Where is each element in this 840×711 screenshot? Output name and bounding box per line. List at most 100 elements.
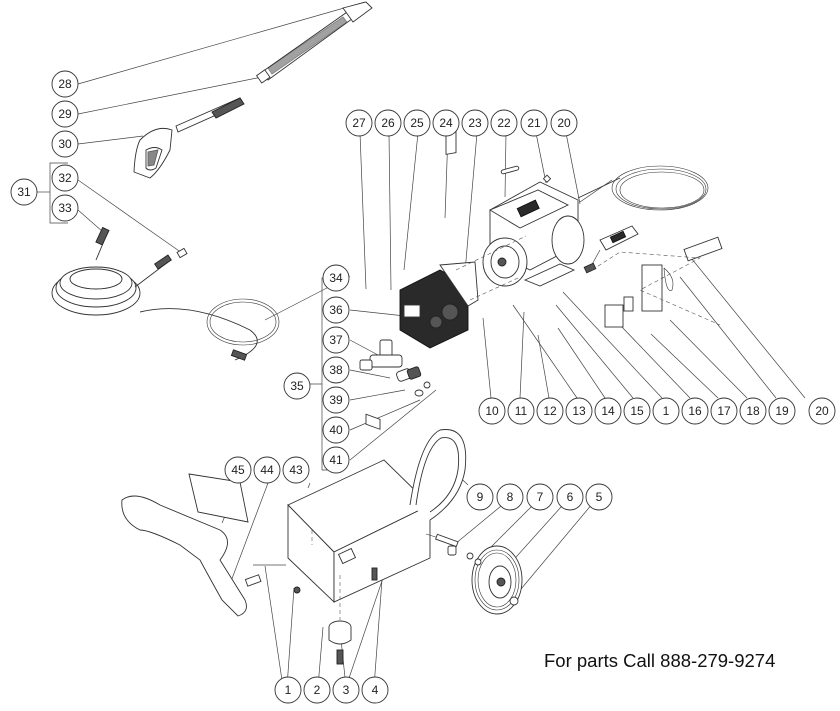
svg-text:30: 30 [58,137,72,151]
callout-17: 17 [710,397,738,425]
svg-text:16: 16 [688,404,702,418]
callout-2: 2 [303,676,331,704]
svg-text:18: 18 [746,404,760,418]
part-unloader [359,339,431,397]
svg-text:40: 40 [329,423,343,437]
callout-24: 23 [461,109,489,137]
callout-5: 5 [585,483,613,511]
callout-20: 2020 [808,397,836,425]
callout-44: 44 [253,456,281,484]
callout-8: 8 [496,483,524,511]
callout-40: 39 [322,386,350,414]
callout-25: 24 [432,109,460,137]
callout-27: 26 [374,109,402,137]
callouts: 28 29 30 31 32 33 27 26 25 24 23 22 21 2… [10,70,836,704]
callout-7: 7 [526,483,554,511]
svg-text:24: 24 [439,116,453,130]
svg-text:13: 13 [572,404,586,418]
callout-30: 29 [51,100,79,128]
callout-14: 14 [594,397,622,425]
svg-text:4: 4 [372,683,379,697]
svg-text:1: 1 [285,683,292,697]
callout-42: 41 [322,446,350,474]
callout-13: 13 [565,397,593,425]
part-wheel [435,533,523,615]
callout-16: 16 [681,397,709,425]
part-frame [287,429,467,604]
parts-phone-note: For parts Call 888-279-9274 [544,650,776,671]
svg-text:43: 43 [289,463,303,477]
callout-28: 27 [345,109,373,137]
part-lance [255,1,373,84]
callout-23: 22 [490,109,518,137]
part-detergent-hose [139,298,280,361]
svg-text:21: 21 [527,116,541,130]
svg-text:41: 41 [329,453,343,467]
svg-text:35: 35 [290,379,304,393]
svg-text:15: 15 [630,404,644,418]
svg-text:9: 9 [477,490,484,504]
part-spray-gun [133,97,245,179]
svg-text:36: 36 [329,303,343,317]
callout-12: 12 [536,397,564,425]
callout-32: 31 [10,178,38,206]
callout-1-frame: 1 [274,676,302,704]
part-hose-coil [51,226,188,316]
callout-10: 10 [478,397,506,425]
callout-41: 40 [322,416,350,444]
callout-22: 21 [520,109,548,137]
callout-36: 35 [283,372,311,400]
svg-text:5: 5 [596,490,603,504]
svg-text:12: 12 [543,404,557,418]
callout-34: 33 [51,194,79,222]
part-labels-decals [365,126,723,430]
part-power-cord [579,165,709,274]
leader-lines [34,1,806,688]
callout-11: 11 [507,397,535,425]
svg-text:39: 39 [329,393,343,407]
svg-text:22: 22 [497,116,511,130]
svg-text:17: 17 [717,404,731,418]
svg-text:37: 37 [329,333,343,347]
callout-4: 4 [361,676,389,704]
svg-text:1: 1 [663,404,670,418]
part-pump [399,261,479,349]
svg-text:6: 6 [567,490,574,504]
svg-text:8: 8 [507,490,514,504]
callout-19: 19 [768,397,796,425]
callout-1-motor: 1 [652,397,680,425]
svg-text:20: 20 [557,116,571,130]
svg-text:23: 23 [468,116,482,130]
callout-6: 6 [556,483,584,511]
callout-35: 34 [322,264,350,292]
callout-3: 3 [332,676,360,704]
svg-text:7: 7 [537,490,544,504]
svg-text:27: 27 [352,116,366,130]
callout-39: 38 [322,356,350,384]
svg-text:10: 10 [485,404,499,418]
callout-31: 30 [51,130,79,158]
svg-text:38: 38 [329,363,343,377]
callout-26: 25 [403,109,431,137]
part-motor [482,177,621,287]
svg-text:3: 3 [343,683,350,697]
callout-37: 36 [322,296,350,324]
callout-43: 43 [282,456,310,484]
svg-text:45: 45 [231,463,245,477]
svg-text:29: 29 [58,107,72,121]
part-handle [121,473,262,617]
callout-45: 45 [224,456,252,484]
callout-21: 20 [550,109,578,137]
svg-text:26: 26 [381,116,395,130]
svg-text:44: 44 [260,463,274,477]
callout-38: 37 [322,326,350,354]
callout-18: 18 [739,397,767,425]
svg-text:14: 14 [601,404,615,418]
svg-text:11: 11 [515,404,528,418]
svg-text:19: 19 [775,404,789,418]
svg-text:28: 28 [58,77,72,91]
svg-text:33: 33 [58,201,72,215]
callout-9: 9 [466,483,494,511]
callout-33: 32 [51,164,79,192]
svg-text:2: 2 [314,683,321,697]
